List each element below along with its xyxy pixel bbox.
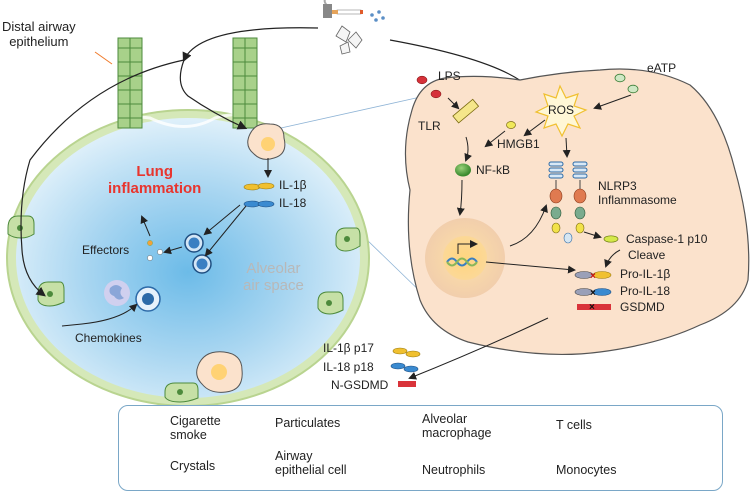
il18-pill bbox=[257, 200, 275, 208]
effector-dot bbox=[157, 249, 163, 255]
dna-icon bbox=[446, 257, 478, 267]
nucleus-inner bbox=[443, 236, 487, 280]
chemokines-label: Chemokines bbox=[75, 331, 142, 345]
gsdmd-label: GSDMD bbox=[620, 300, 665, 314]
eatp-icon bbox=[627, 84, 639, 94]
hmgb1-icon bbox=[506, 121, 516, 129]
legend-epithelial-label: Airway epithelial cell bbox=[275, 449, 347, 477]
il1b-pill bbox=[243, 183, 261, 191]
alveolar-macrophage-top bbox=[247, 123, 286, 160]
ros-label: ROS bbox=[548, 103, 575, 117]
neutrophil bbox=[104, 280, 130, 306]
n-gsdmd-label: N-GSDMD bbox=[331, 378, 389, 392]
lps-icon bbox=[430, 89, 442, 99]
caspase-icon bbox=[603, 235, 619, 243]
legend-particulates-label: Particulates bbox=[275, 416, 341, 430]
hmgb1-label: HMGB1 bbox=[497, 137, 540, 151]
cleave-label: Cleave bbox=[628, 248, 666, 262]
crystals-icon bbox=[335, 25, 363, 55]
gsdmd-bar: × bbox=[577, 302, 611, 313]
il1b-pill bbox=[257, 182, 275, 190]
svg-text:×: × bbox=[589, 302, 595, 313]
nfkb-label: NF-kB bbox=[476, 163, 510, 177]
n-gsdmd-bar bbox=[398, 381, 416, 387]
lps-label: LPS bbox=[438, 69, 461, 83]
zoom-line-top bbox=[271, 95, 426, 131]
pro-il1b: × bbox=[574, 271, 612, 282]
caspase-label: Caspase-1 p10 bbox=[626, 232, 708, 246]
il1b-p17-label: IL-1β p17 bbox=[323, 341, 374, 355]
pro-il1b-label: Pro-IL-1β bbox=[620, 267, 671, 281]
distal-airway-pointer bbox=[94, 51, 113, 65]
il18-p18-label: IL-18 p18 bbox=[323, 360, 374, 374]
eatp-label: eATP bbox=[647, 61, 677, 75]
nfkb-icon bbox=[455, 163, 471, 177]
alveolus bbox=[6, 109, 370, 407]
svg-text:×: × bbox=[590, 288, 596, 299]
tlr-receptor bbox=[452, 98, 480, 124]
il1b-p17-pill bbox=[405, 350, 421, 358]
epithelial-nucleus bbox=[344, 236, 350, 242]
distal-airway-label: Distal airway epithelium bbox=[2, 19, 76, 49]
legend-box bbox=[118, 405, 723, 491]
dna-icon-strand bbox=[446, 257, 478, 267]
lps-icon bbox=[416, 75, 428, 85]
lung-inflammation-label: Lung inflammation bbox=[108, 163, 202, 198]
airway-epithelium-right bbox=[232, 37, 258, 129]
transcription-arrow bbox=[457, 240, 478, 254]
t-cells bbox=[184, 233, 212, 274]
cell-arrows bbox=[408, 94, 632, 380]
alveolar-air-space-label: Alveolar air space bbox=[243, 260, 304, 295]
pro-il18: × bbox=[574, 288, 612, 299]
airway-epithelium-left bbox=[117, 37, 143, 129]
legend-crystals-label: Crystals bbox=[170, 459, 216, 473]
cigarette-icon bbox=[323, 0, 363, 18]
eatp-icon bbox=[614, 73, 626, 83]
alveolus-arrows bbox=[61, 158, 272, 327]
legend-cigarette-label: Cigarette smoke bbox=[170, 414, 221, 442]
epithelial-nucleus bbox=[177, 389, 183, 395]
pro-il18-label: Pro-IL-18 bbox=[620, 284, 671, 298]
effector-dot bbox=[147, 255, 153, 261]
effectors-label: Effectors bbox=[82, 243, 130, 257]
svg-text:×: × bbox=[590, 271, 596, 282]
ros-burst bbox=[534, 84, 588, 138]
alveolar-macrophage-bottom bbox=[196, 351, 243, 393]
particulates-icon bbox=[370, 10, 385, 22]
epithelial-nucleus bbox=[326, 300, 332, 306]
monocyte bbox=[135, 286, 161, 312]
legend-tcells-label: T cells bbox=[556, 418, 592, 432]
il18-label: IL-18 bbox=[279, 196, 307, 210]
nlrp3-inflammasome bbox=[548, 161, 588, 244]
il18-p18-pill bbox=[403, 365, 419, 373]
legend-neutrophils-label: Neutrophils bbox=[422, 463, 486, 477]
nlrp3-label: NLRP3 Inflammasome bbox=[598, 179, 677, 207]
il1b-label: IL-1β bbox=[279, 178, 307, 192]
epithelial-nucleus bbox=[17, 225, 23, 231]
il1b-p17-pill bbox=[392, 347, 408, 355]
epithelial-nucleus bbox=[47, 291, 53, 297]
tlr-label: TLR bbox=[418, 119, 441, 133]
effector-dot bbox=[147, 240, 153, 246]
legend-monocytes-label: Monocytes bbox=[556, 463, 617, 477]
il18-p18-pill bbox=[390, 362, 406, 370]
legend-macrophage-label: Alveolar macrophage bbox=[422, 412, 492, 440]
il18-pill bbox=[243, 200, 261, 208]
